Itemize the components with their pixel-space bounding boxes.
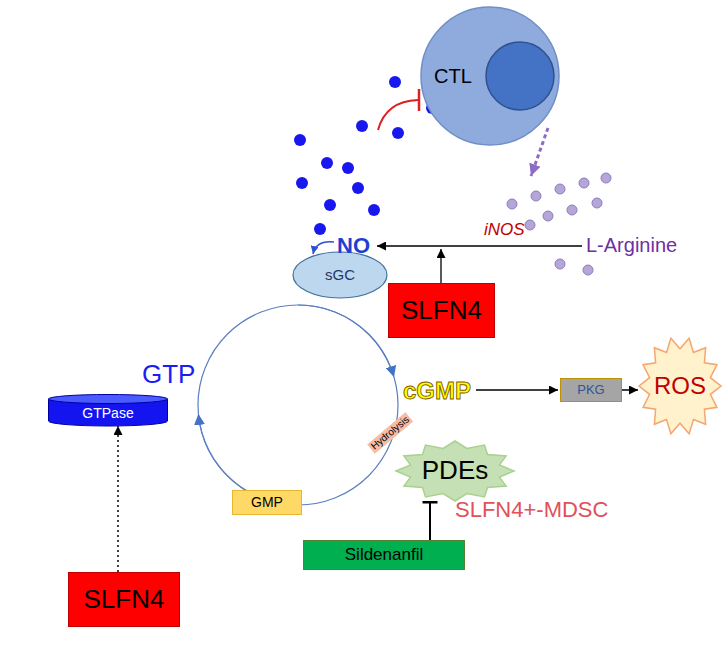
arginine-dot	[555, 184, 565, 194]
node-text: SLFN4	[401, 296, 482, 326]
star-outline	[396, 441, 514, 501]
signal-arrow	[476, 389, 558, 390]
kinase-box: PKG	[560, 378, 622, 402]
node-text: GTPase	[82, 405, 133, 421]
node-text: Sildenanfil	[345, 545, 423, 565]
no-dot	[342, 162, 354, 174]
activation-arrow	[440, 249, 441, 283]
enzyme-ellipse: sGC	[292, 251, 388, 299]
node-text: PDEs	[422, 456, 488, 486]
no-dot	[314, 223, 326, 235]
inhibition-connector	[429, 502, 431, 540]
no-dot	[296, 177, 308, 189]
activation-connector	[117, 426, 119, 572]
arginine-dot	[531, 191, 541, 201]
node-text: SLFN4	[84, 585, 165, 615]
arginine-dot	[555, 259, 565, 269]
reaction-arrow	[377, 245, 582, 246]
no-dot	[324, 199, 336, 211]
arginine-dot	[525, 220, 535, 230]
cycle-arrow	[298, 305, 394, 376]
cell-membrane	[421, 7, 559, 145]
enzyme-label: iNOS	[484, 220, 525, 240]
arginine-dot	[583, 265, 593, 275]
no-dot	[392, 127, 404, 139]
no-dot	[368, 204, 380, 216]
node-text: CTL	[434, 65, 472, 88]
arginine-dot	[601, 173, 611, 183]
molecule-label: L-Arginine	[586, 234, 677, 257]
enzyme-burst: PDEs	[395, 440, 515, 502]
node-text: GMP	[251, 494, 283, 510]
product-box: GMP	[232, 490, 302, 515]
protein-box: SLFN4	[68, 572, 180, 627]
cell-membrane	[2, 187, 724, 643]
no-dot	[321, 157, 333, 169]
protein-box: SLFN4	[388, 283, 495, 338]
inhibition-curve	[378, 100, 418, 130]
cell-nucleus	[486, 42, 554, 110]
node-text: sGC	[325, 266, 355, 283]
inhibition-bar	[418, 89, 421, 111]
t-cell: CTL	[420, 6, 560, 146]
arginine-dot	[592, 198, 602, 208]
star-outline	[639, 338, 721, 434]
no-dot	[294, 134, 306, 146]
drug-box: Sildenanfil	[303, 540, 465, 570]
cycle-ring	[198, 305, 398, 505]
no-dot	[352, 182, 364, 194]
node-text: PKG	[577, 383, 604, 398]
node-text: ROS	[654, 372, 706, 400]
no-dot	[356, 120, 368, 132]
arginine-dot	[543, 211, 553, 221]
arginine-dot	[507, 199, 517, 209]
uptake-arrow	[531, 128, 548, 176]
molecule-label: NO	[337, 233, 370, 258]
no-dot	[389, 76, 401, 88]
arginine-dot	[567, 205, 577, 215]
no-particles	[294, 76, 438, 235]
gtpase-cylinder: GTPase	[48, 394, 168, 426]
molecule-label: cGMP	[403, 377, 471, 405]
ellipse-outline	[293, 252, 387, 298]
process-label: Hydrolysis	[367, 412, 413, 453]
arginine-dot	[579, 178, 589, 188]
activation-connector	[622, 389, 638, 391]
ros-burst: ROS	[638, 336, 722, 436]
cylinder-top	[49, 395, 168, 404]
molecule-label: GTP	[142, 360, 195, 390]
node-text: SLFN4+-MDSC	[455, 497, 608, 522]
